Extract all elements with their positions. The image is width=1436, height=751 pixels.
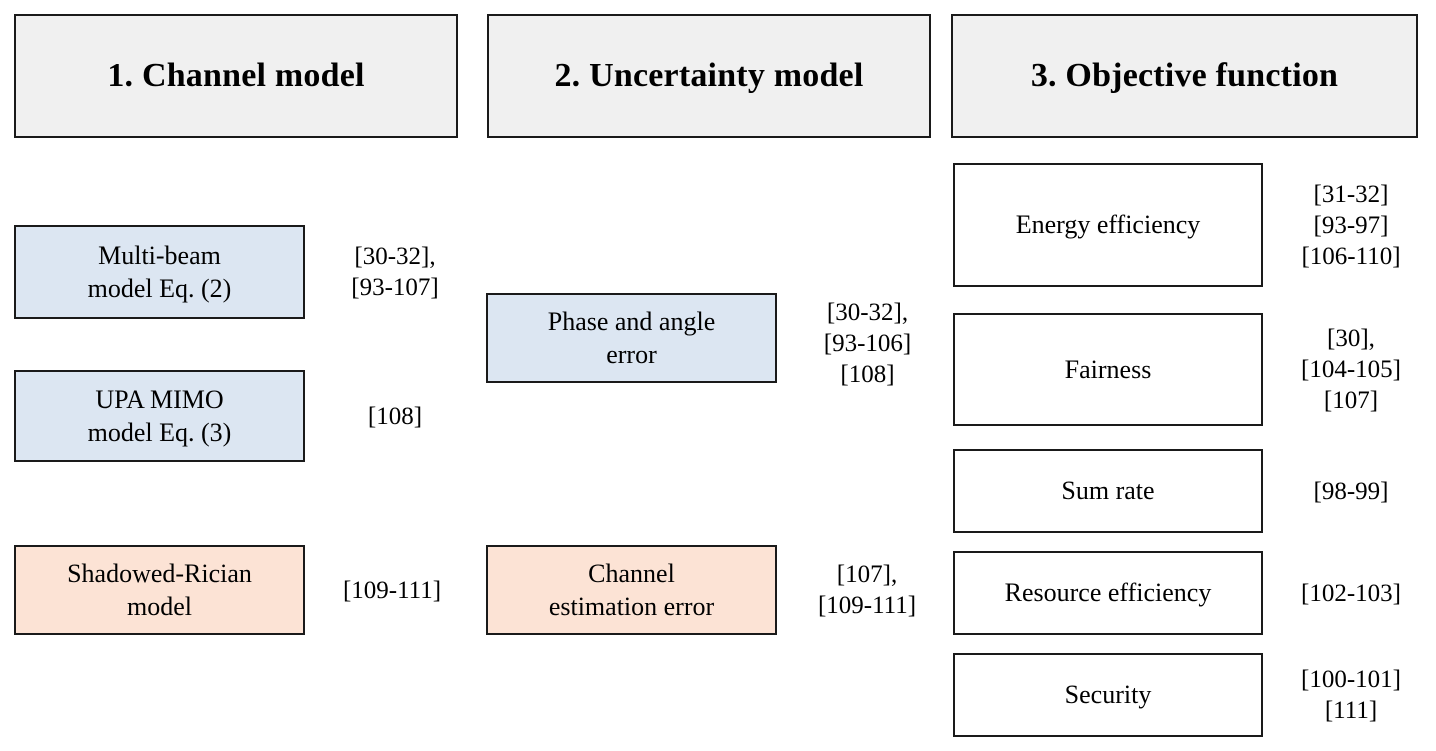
citation-text: [30-32], [93-107] [351, 243, 439, 301]
item-box-energy-efficiency[interactable]: Energy efficiency [953, 163, 1263, 287]
item-box-security[interactable]: Security [953, 653, 1263, 737]
item-label: Fairness [1064, 354, 1152, 384]
column-header-objective-function: 3. Objective function [951, 14, 1418, 138]
citation-text: [107], [109-111] [817, 561, 917, 619]
item-box-fairness[interactable]: Fairness [953, 313, 1263, 426]
citation-shadowed-rician-model: [109-111] [312, 545, 472, 635]
item-box-phase-and-angle-error[interactable]: Phase and angle error [486, 293, 777, 383]
citation-upa-mimo-model: [108] [320, 370, 470, 462]
citation-text: [100-101] [111] [1301, 666, 1401, 724]
item-label: Sum rate [1061, 476, 1155, 506]
item-box-shadowed-rician-model[interactable]: Shadowed-Rician model [14, 545, 305, 635]
citation-text: [30], [104-105] [107] [1301, 325, 1401, 414]
citation-resource-efficiency: [102-103] [1276, 551, 1426, 635]
item-label: Channel estimation error [548, 558, 715, 621]
item-box-multi-beam-model[interactable]: Multi-beam model Eq. (2) [14, 225, 305, 319]
citation-security: [100-101] [111] [1276, 653, 1426, 737]
item-box-channel-estimation-error[interactable]: Channel estimation error [486, 545, 777, 635]
citation-text: [102-103] [1301, 579, 1401, 607]
column-header-label: 3. Objective function [1030, 57, 1339, 95]
item-label: UPA MIMO model Eq. (3) [87, 384, 232, 447]
column-header-label: 1. Channel model [107, 57, 365, 95]
item-box-upa-mimo-model[interactable]: UPA MIMO model Eq. (3) [14, 370, 305, 462]
item-label: Shadowed-Rician model [67, 558, 252, 621]
citation-text: [31-32] [93-97] [106-110] [1301, 180, 1401, 270]
item-label: Resource efficiency [1004, 578, 1212, 608]
citation-fairness: [30], [104-105] [107] [1276, 313, 1426, 426]
column-header-label: 2. Uncertainty model [554, 57, 864, 95]
item-box-sum-rate[interactable]: Sum rate [953, 449, 1263, 533]
citation-phase-and-angle-error: [30-32], [93-106] [108] [790, 293, 945, 393]
citation-text: [109-111] [342, 576, 442, 604]
column-header-uncertainty-model: 2. Uncertainty model [487, 14, 931, 138]
citation-text: [108] [367, 402, 423, 430]
item-label: Multi-beam model Eq. (2) [87, 240, 232, 303]
citation-energy-efficiency: [31-32] [93-97] [106-110] [1276, 163, 1426, 287]
item-label: Phase and angle error [547, 306, 716, 369]
item-box-resource-efficiency[interactable]: Resource efficiency [953, 551, 1263, 635]
item-label: Security [1064, 680, 1152, 710]
citation-channel-estimation-error: [107], [109-111] [787, 545, 947, 635]
item-label: Energy efficiency [1015, 210, 1201, 240]
citation-sum-rate: [98-99] [1276, 449, 1426, 533]
column-header-channel-model: 1. Channel model [14, 14, 458, 138]
citation-text: [98-99] [1313, 477, 1389, 505]
citation-multi-beam-model: [30-32], [93-107] [320, 225, 470, 319]
citation-text: [30-32], [93-106] [108] [823, 298, 912, 388]
